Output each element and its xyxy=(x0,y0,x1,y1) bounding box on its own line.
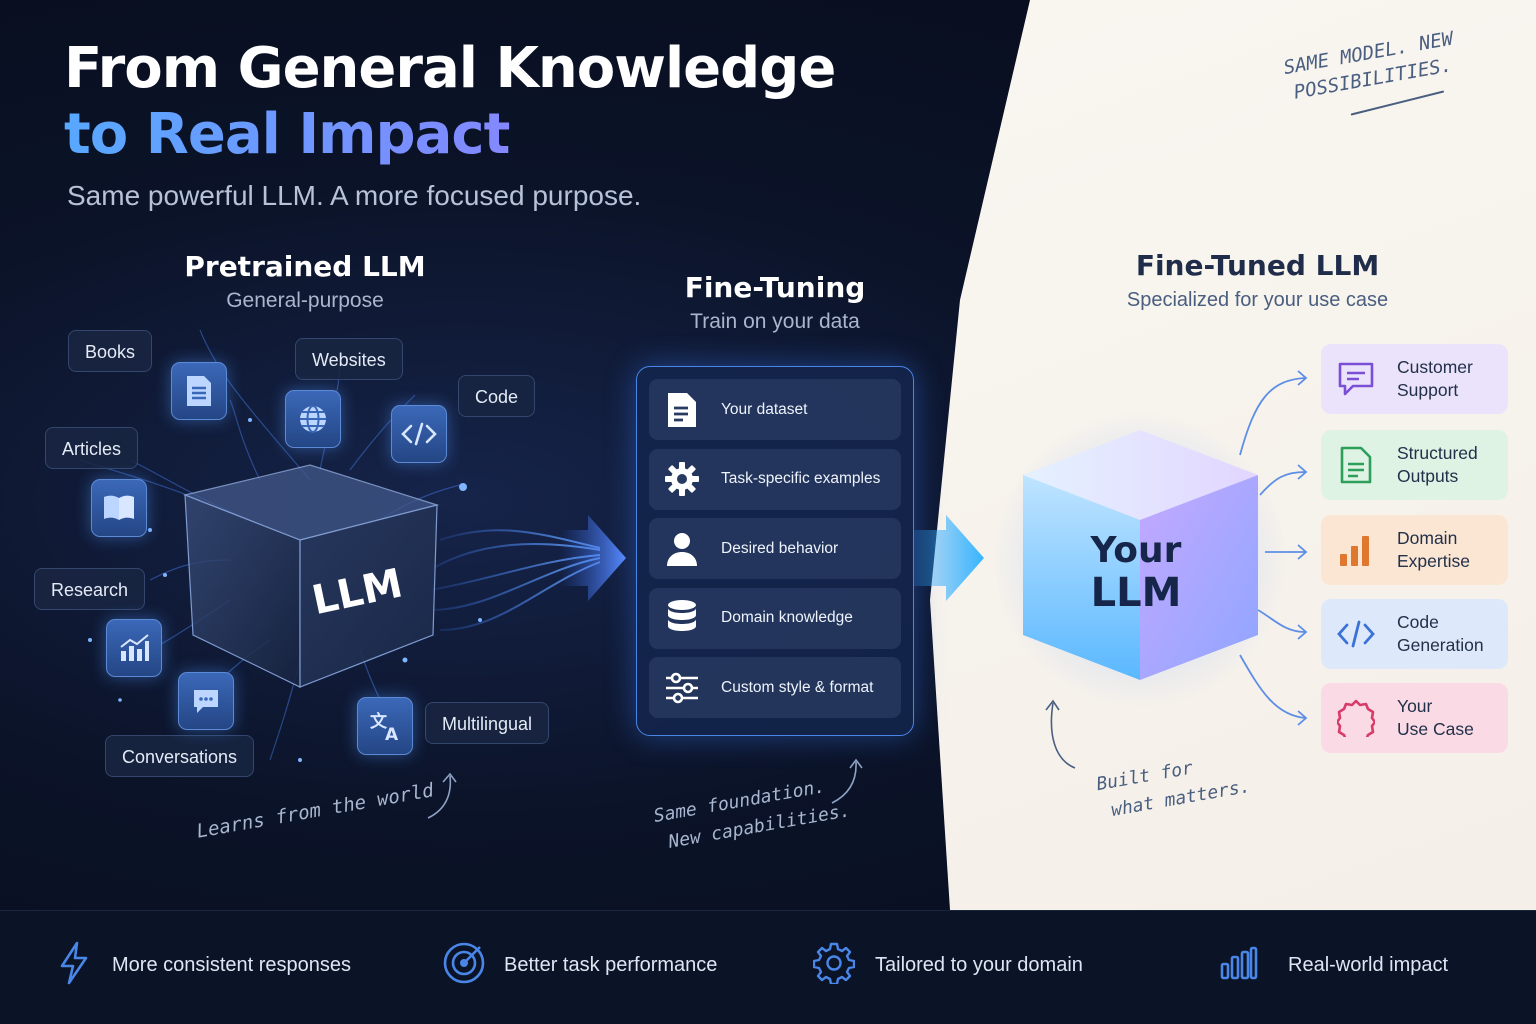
pretrained-title: Pretrained LLM xyxy=(184,250,426,283)
ft-row-domain: Domain knowledge xyxy=(649,587,901,649)
page-title: From General Knowledge to Real Impact xyxy=(64,36,836,168)
benefit-label: More consistent responses xyxy=(112,953,352,976)
benefit-impact: Real-world impact xyxy=(1220,940,1448,990)
code-icon xyxy=(391,405,447,463)
finetuning-panel: Your dataset Task-specific examples Desi… xyxy=(636,366,914,736)
chat-icon xyxy=(1335,358,1377,400)
finetuned-subtitle: Specialized for your use case xyxy=(1126,289,1389,311)
database-icon xyxy=(663,599,701,637)
globe-icon xyxy=(285,390,341,448)
ft-row-dataset: Your dataset xyxy=(649,379,901,440)
ft-row-label: Task-specific examples xyxy=(721,470,881,487)
benefit-label: Better task performance xyxy=(504,953,718,976)
document-icon xyxy=(1335,444,1377,486)
bar-chart-icon xyxy=(106,619,162,677)
finetuned-cube: Your LLM xyxy=(992,412,1288,708)
ft-row-label: Desired behavior xyxy=(721,539,839,557)
sliders-icon xyxy=(663,669,701,707)
benefit-label: Real-world impact xyxy=(1288,953,1449,976)
cube-line2: LLM xyxy=(1091,570,1182,616)
ft-row-label: Your dataset xyxy=(721,400,808,418)
finetuning-title: Fine-Tuning xyxy=(684,271,866,304)
gear-icon xyxy=(663,460,701,498)
title-line1: From General Knowledge xyxy=(64,36,836,101)
title-line2: to Real Impact xyxy=(64,102,835,168)
badge-icon xyxy=(1335,697,1377,739)
finetuned-title: Fine-Tuned LLM xyxy=(1135,249,1380,282)
benefit-consistent: More consistent responses xyxy=(58,940,351,990)
bar-chart-icon xyxy=(1220,946,1258,985)
target-icon xyxy=(442,941,486,990)
bar-chart-icon xyxy=(1335,529,1377,571)
source-code: Code xyxy=(458,375,536,417)
document-icon xyxy=(171,362,227,420)
svg-text:A: A xyxy=(385,725,399,742)
benefits-bar xyxy=(0,910,1536,1024)
ft-row-label: Domain knowledge xyxy=(721,609,853,626)
benefit-domain: Tailored to your domain xyxy=(812,940,1083,990)
gear-icon xyxy=(812,942,856,989)
page-subtitle: Same powerful LLM. A more focused purpos… xyxy=(67,180,642,211)
ft-row-style: Custom style & format xyxy=(649,657,901,718)
source-conversations: Conversations xyxy=(105,735,255,777)
person-icon xyxy=(663,530,701,568)
code-icon xyxy=(1335,613,1377,655)
chat-icon xyxy=(178,672,234,730)
svg-text:文: 文 xyxy=(370,711,388,732)
ft-row-label: Custom style & format xyxy=(721,678,874,696)
pretrained-cube: LLM xyxy=(183,464,440,688)
benefit-label: Tailored to your domain xyxy=(875,953,1083,976)
document-icon xyxy=(663,391,701,429)
source-research: Research xyxy=(34,568,146,610)
source-articles: Articles xyxy=(45,427,139,469)
ft-row-examples: Task-specific examples xyxy=(649,448,901,510)
benefit-performance: Better task performance xyxy=(442,940,717,990)
source-books: Books xyxy=(68,330,153,372)
ft-row-behavior: Desired behavior xyxy=(649,518,901,579)
book-icon xyxy=(91,479,147,537)
pretrained-subtitle: General-purpose xyxy=(226,289,384,312)
source-multilingual: Multilingual xyxy=(425,702,550,744)
finetuning-subtitle: Train on your data xyxy=(690,310,860,333)
cube-line1: Your xyxy=(1090,530,1182,571)
source-websites: Websites xyxy=(295,338,403,380)
lightning-icon xyxy=(58,941,90,990)
